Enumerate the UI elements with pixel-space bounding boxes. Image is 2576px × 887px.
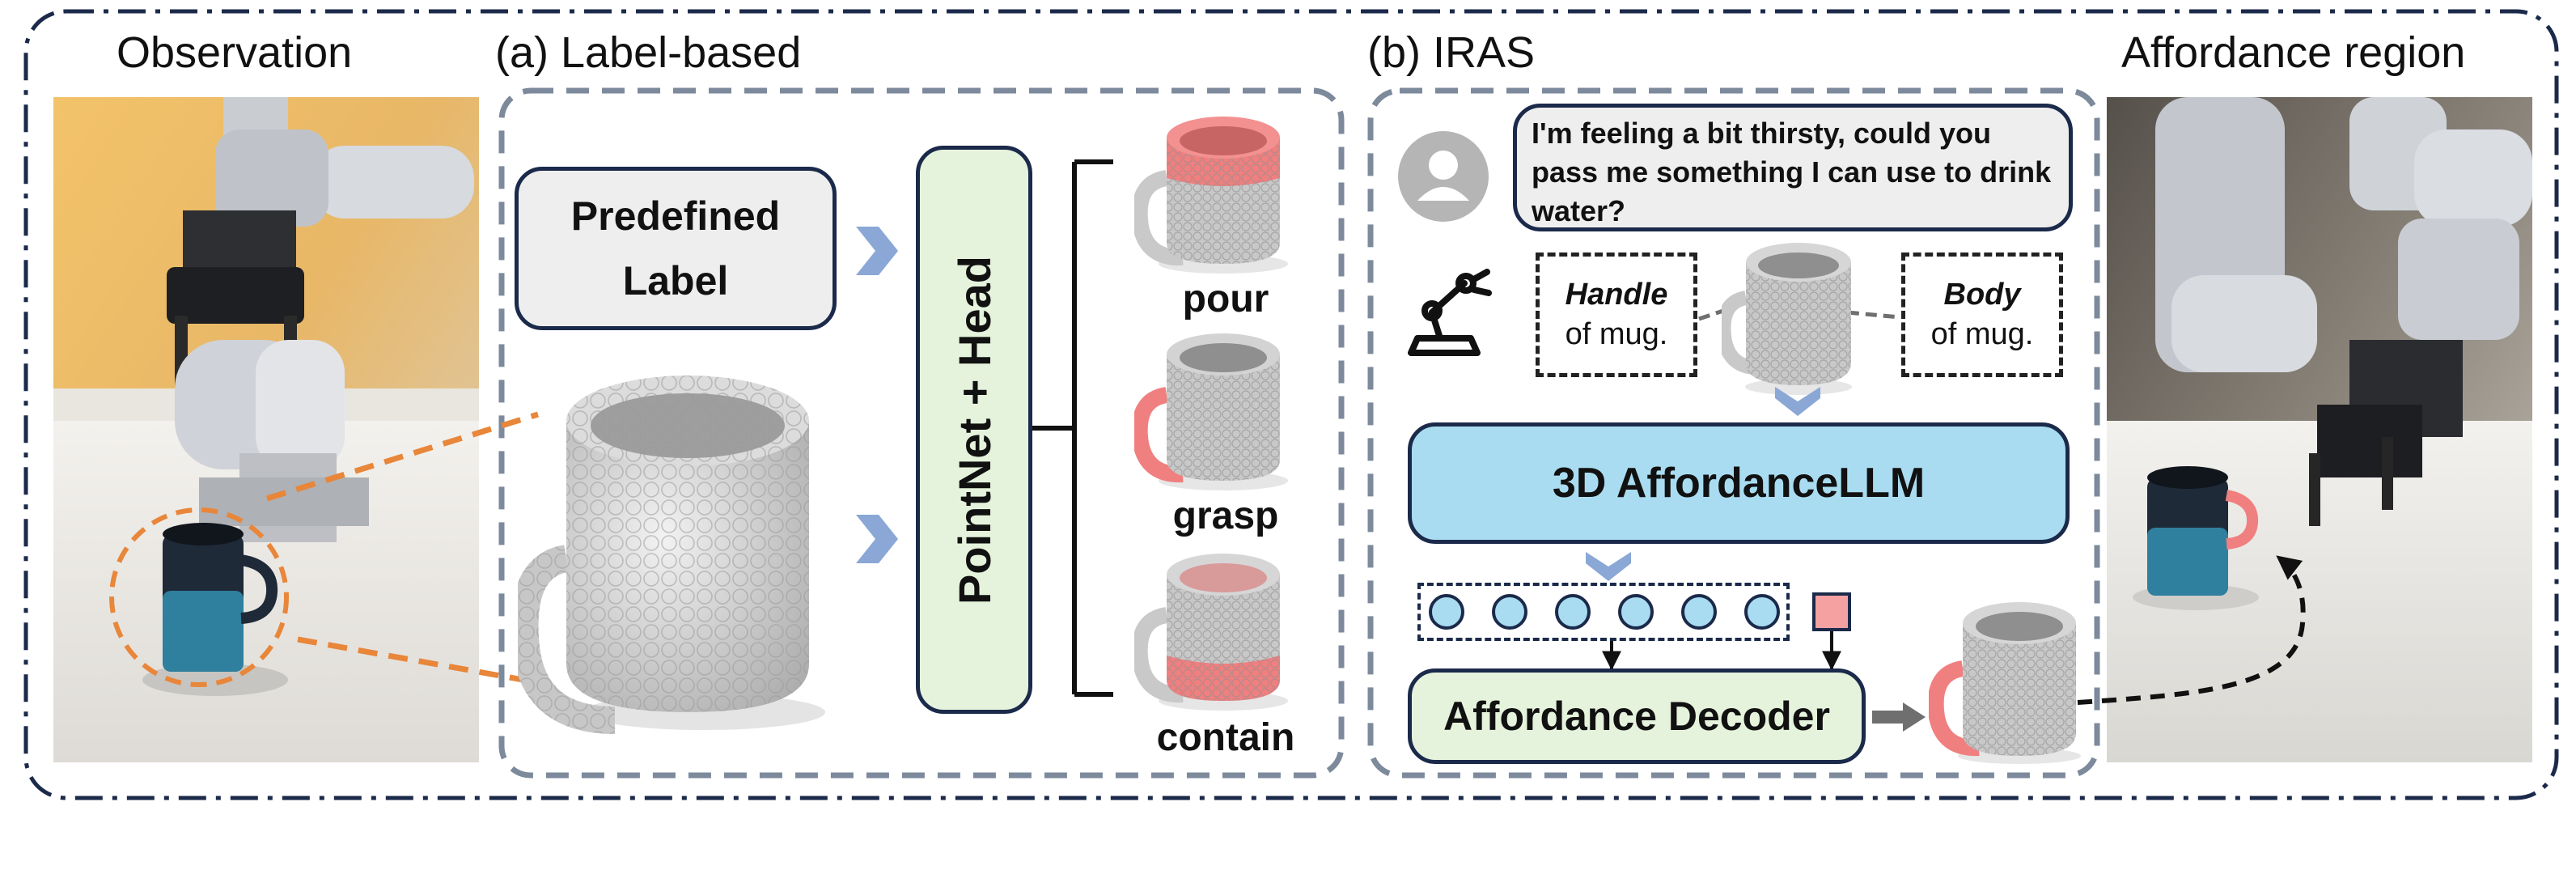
observation-photo <box>53 97 479 762</box>
affordance-decoder-box: Affordance Decoder <box>1408 668 1866 764</box>
label-based-heading: (a) Label-based <box>495 28 802 77</box>
affordance-region-heading: Affordance region <box>2121 28 2466 77</box>
query-mug <box>1722 243 1852 395</box>
predefined-label-text: Predefined Label <box>570 193 781 303</box>
chevron-down-llm <box>1775 387 1820 416</box>
output-bracket <box>1032 159 1113 697</box>
robot-arm-icon <box>1408 269 1492 356</box>
observation-circle <box>109 507 289 687</box>
instruction-bubble: I'm feeling a bit thirsty, could you pas… <box>1513 104 2073 231</box>
chevron-top <box>856 227 898 275</box>
handle-part-box: Handle of mug. <box>1536 253 1697 377</box>
token-circle <box>1681 594 1717 630</box>
seg-token <box>1812 592 1851 631</box>
pointnet-head-text: PointNet + Head <box>948 255 1000 605</box>
token-circle <box>1429 594 1464 630</box>
outer-frame <box>23 9 2559 800</box>
observation-heading: Observation <box>117 28 353 77</box>
affordance-llm-text: 3D AffordanceLLM <box>1552 460 1926 507</box>
user-avatar-icon <box>1398 131 1489 222</box>
grasp-mug <box>1134 333 1288 490</box>
body-part-suffix: of mug. <box>1930 317 2034 351</box>
pointnet-head-box: PointNet + Head <box>916 146 1032 714</box>
pour-label: pour <box>1182 278 1269 320</box>
iras-heading: (b) IRAS <box>1367 28 1536 77</box>
contain-label: contain <box>1156 716 1295 759</box>
result-mug <box>1929 602 2081 764</box>
handle-part-suffix: of mug. <box>1565 317 1668 351</box>
body-part-box: Body of mug. <box>1901 253 2063 377</box>
iras-panel <box>1367 87 2100 779</box>
token-layer <box>1421 586 1786 638</box>
handle-part-name: Handle <box>1565 277 1668 312</box>
affordance-region-photo <box>2107 97 2532 762</box>
instruction-text: I'm feeling a bit thirsty, could you pas… <box>1532 117 2052 227</box>
token-circle <box>1492 594 1527 630</box>
contain-mug <box>1134 554 1288 711</box>
token-circle <box>1744 594 1780 630</box>
chevron-down-tokens <box>1586 552 1631 581</box>
body-part-name: Body <box>1943 277 2021 312</box>
predefined-label-box: Predefined Label <box>515 167 837 330</box>
token-circle <box>1555 594 1591 630</box>
token-sequence <box>1417 583 1790 641</box>
decoder-output-arrow <box>1872 702 1926 732</box>
pour-mug <box>1134 117 1288 274</box>
affordance-decoder-text: Affordance Decoder <box>1443 694 1830 739</box>
input-point-cloud-mug <box>518 376 825 734</box>
token-circle <box>1618 594 1654 630</box>
affordance-llm-box: 3D AffordanceLLM <box>1408 422 2070 544</box>
chevron-bottom <box>856 515 898 563</box>
grasp-label: grasp <box>1172 494 1279 537</box>
